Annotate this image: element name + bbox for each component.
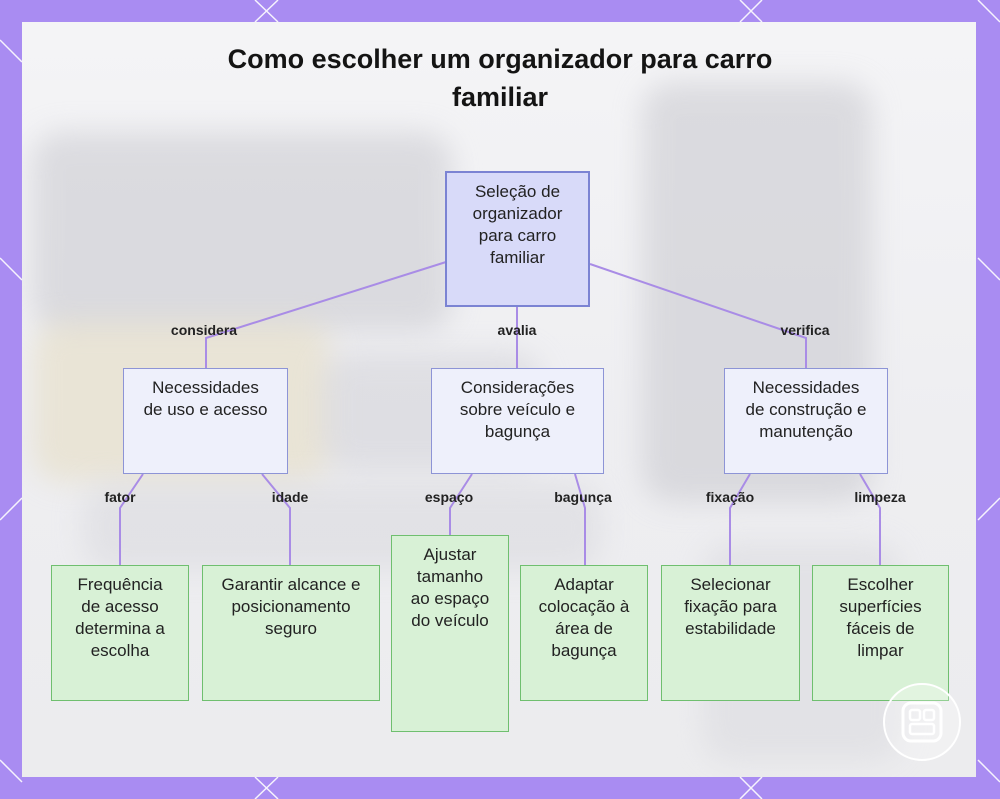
diagram-title: Como escolher um organizador para carro … — [227, 44, 773, 112]
root-node: Seleção de organizador para carro famili… — [445, 171, 590, 307]
branch-node-label: Necessidades de uso e acesso — [143, 378, 268, 419]
leaf-node-tamanho: Ajustar tamanho ao espaço do veículo — [391, 535, 509, 732]
edge-label-avalia: avalia — [497, 322, 537, 338]
leaf-node-label: Selecionar fixação para estabilidade — [684, 575, 777, 638]
leaf-node-label: Ajustar tamanho ao espaço do veículo — [410, 545, 490, 630]
leaf-node-label: Escolher superfícies fáceis de limpar — [839, 575, 922, 660]
leaf-node-label: Frequência de acesso determina a escolha — [75, 575, 165, 660]
edge-considera — [205, 261, 447, 368]
branch-node-uso: Necessidades de uso e acesso — [123, 368, 288, 474]
branch-node-label: Considerações sobre veículo e bagunça — [459, 378, 576, 441]
edge-label-verifica: verifica — [780, 322, 830, 338]
leaf-node-limpeza: Escolher superfícies fáceis de limpar — [812, 565, 949, 701]
branch-node-label: Necessidades de construção e manutenção — [745, 378, 867, 441]
branch-node-construcao: Necessidades de construção e manutenção — [724, 368, 888, 474]
edge-verifica — [589, 263, 807, 368]
leaf-node-label: Garantir alcance e posicionamento seguro — [221, 575, 361, 638]
branch-node-veiculo: Considerações sobre veículo e bagunça — [431, 368, 604, 474]
edge-label-idade: idade — [271, 489, 309, 505]
edge-fixacao — [729, 473, 751, 565]
leaf-node-label: Adaptar colocação à área de bagunça — [538, 575, 630, 660]
leaf-node-fixacao: Selecionar fixação para estabilidade — [661, 565, 800, 701]
edge-idade — [261, 473, 291, 565]
edge-label-fator: fator — [104, 489, 136, 505]
grid-logo-icon — [883, 683, 961, 761]
leaf-node-alcance: Garantir alcance e posicionamento seguro — [202, 565, 380, 701]
edge-label-espaco: espaço — [424, 489, 474, 505]
edge-label-bagunca: bagunça — [554, 489, 612, 505]
leaf-node-colocacao: Adaptar colocação à área de bagunça — [520, 565, 648, 701]
edge-label-fixacao: fixação — [705, 489, 755, 505]
edge-limpeza — [859, 473, 881, 565]
leaf-node-frequencia: Frequência de acesso determina a escolha — [51, 565, 189, 701]
root-node-label: Seleção de organizador para carro famili… — [472, 182, 563, 267]
edge-label-considera: considera — [170, 322, 238, 338]
edge-fator — [119, 473, 144, 565]
edge-espaco — [449, 473, 473, 535]
edge-bagunca — [574, 473, 586, 565]
edge-label-limpeza: limpeza — [854, 489, 906, 505]
